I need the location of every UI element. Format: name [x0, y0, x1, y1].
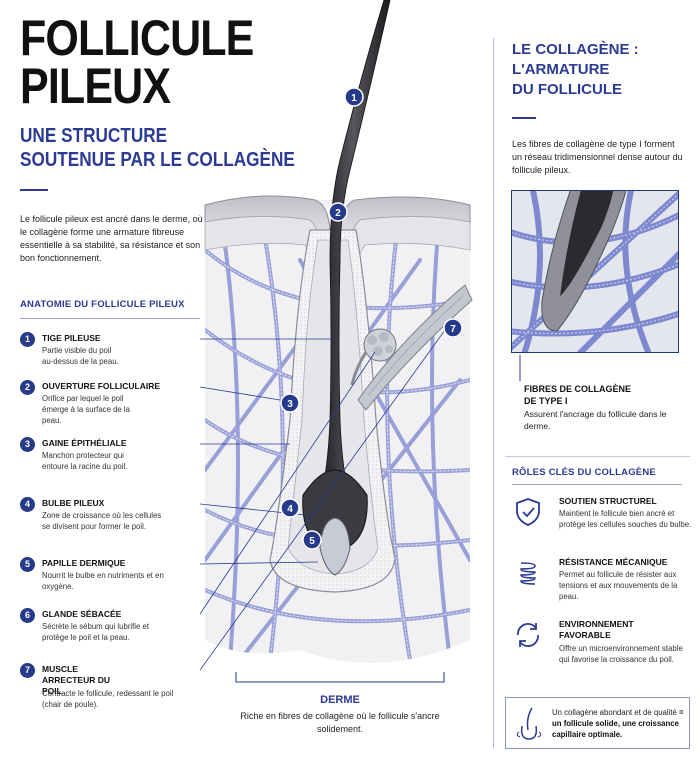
- shield-check-icon: [516, 498, 540, 526]
- collagen-closeup-image: [511, 190, 679, 353]
- derme-desc: Riche en fibres de collagène où le folli…: [240, 711, 440, 734]
- number-badge: 6: [20, 608, 35, 623]
- role-desc: Offre un microenvironnement stable qui f…: [559, 644, 683, 664]
- anatomy-item-name: OUVERTURE FOLLICULAIRE: [42, 381, 161, 391]
- svg-text:2: 2: [335, 208, 341, 219]
- conclusion-callout: Un collagène abondant et de qualité = un…: [505, 697, 690, 749]
- anatomy-item-desc: Sécrète le sébum qui lubrifie et protège…: [42, 622, 150, 642]
- page-subtitle: UNE STRUCTURE SOUTENUE PAR LE COLLAGÈNE: [20, 124, 340, 172]
- svg-text:4: 4: [287, 504, 293, 515]
- callout-text: Un collagène abondant et de qualité = un…: [552, 707, 688, 740]
- svg-text:1: 1: [351, 93, 357, 104]
- arrector-muscle: [357, 284, 473, 411]
- fibres-title-line-2: DE TYPE I: [524, 396, 568, 406]
- sebaceous-gland: [350, 328, 397, 386]
- anatomy-divider: [20, 318, 200, 319]
- svg-text:3: 3: [287, 399, 293, 410]
- callout-part-3: une croissance capillaire optimale.: [552, 719, 679, 739]
- spring-icon: [520, 562, 536, 585]
- fibres-desc: Assurent l'ancrage du follicule dans le …: [524, 409, 667, 431]
- sidebar-intro: Les fibres de collagène de type I formen…: [512, 139, 683, 175]
- svg-text:5: 5: [309, 536, 315, 547]
- sidebar-title: LE COLLAGÈNE : L'ARMATURE DU FOLLICULE: [512, 40, 639, 100]
- roles-top-divider: [505, 456, 690, 457]
- anatomy-item-name: TIGE PILEUSE: [42, 333, 101, 343]
- role-desc: Maintient le follicule bien ancré et pro…: [559, 509, 692, 529]
- derme-title: DERME: [320, 694, 360, 706]
- number-badge: 4: [20, 497, 35, 512]
- anatomy-item-desc: Zone de croissance où les cellules se di…: [42, 511, 162, 531]
- sidebar-title-line-2: L'ARMATURE: [512, 61, 610, 78]
- subtitle-line-1: UNE STRUCTURE: [20, 125, 168, 147]
- fibres-title: FIBRES DE COLLAGÈNE DE TYPE I: [524, 383, 631, 407]
- follicle-diagram: 1 2 3 4 5 7: [200, 0, 473, 683]
- diagram-marker-4: 4: [280, 498, 300, 518]
- diagram-marker-7: 7: [443, 318, 463, 338]
- number-badge: 1: [20, 332, 35, 347]
- anatomy-item-name: MUSCLE ARRECTEUR DU POIL: [42, 664, 110, 696]
- roles-title: RÔLES CLÉS DU COLLAGÈNE: [512, 467, 656, 478]
- roles-divider: [512, 484, 682, 485]
- anatomy-item-name: PAPILLE DERMIQUE: [42, 558, 126, 568]
- role-desc: Permet au follicule de résister aux tens…: [559, 570, 678, 601]
- role-name: SOUTIEN STRUCTUREL: [559, 496, 657, 506]
- number-badge: 5: [20, 557, 35, 572]
- title-line-1: FOLLICULE: [20, 10, 254, 66]
- role-name: RÉSISTANCE MÉCANIQUE: [559, 557, 668, 567]
- anatomy-item-name: BULBE PILEUX: [42, 498, 105, 508]
- anatomy-item-desc: Contracte le follicule, redessant le poi…: [42, 689, 174, 709]
- callout-pointer: [519, 355, 521, 381]
- sidebar-title-line-1: LE COLLAGÈNE :: [512, 41, 639, 58]
- role-name: ENVIRONNEMENT FAVORABLE: [559, 619, 634, 640]
- hair-follicle-icon: [516, 707, 542, 740]
- subtitle-line-2: SOUTENUE PAR LE COLLAGÈNE: [20, 149, 295, 171]
- fibres-title-line-1: FIBRES DE COLLAGÈNE: [524, 384, 632, 394]
- number-badge: 2: [20, 380, 35, 395]
- intro-text: Le follicule pileux est ancré dans le de…: [20, 214, 203, 263]
- diagram-marker-5: 5: [302, 530, 322, 550]
- anatomy-item-name: GLANDE SÉBACÉE: [42, 609, 122, 619]
- anatomy-item-name: GAINE ÉPITHÉLIALE: [42, 438, 127, 448]
- anatomy-item-desc: Manchon protecteur qui entoure la racine…: [42, 451, 128, 471]
- anatomy-title: ANATOMIE DU FOLLICULE PILEUX: [20, 299, 185, 310]
- diagram-marker-3: 3: [280, 393, 300, 413]
- number-badge: 3: [20, 437, 35, 452]
- page-title: FOLLICULE PILEUX: [20, 10, 292, 114]
- sidebar-title-line-3: DU FOLLICULE: [512, 81, 622, 98]
- sidebar-divider: [493, 38, 494, 748]
- anatomy-item-desc: Partie visible du poil au-dessus de la p…: [42, 346, 119, 366]
- callout-part-2: = un follicule solide,: [552, 708, 684, 728]
- callout-part-1: Un collagène abondant et de qualité: [552, 708, 677, 717]
- diagram-marker-1: 1: [344, 87, 364, 107]
- svg-text:7: 7: [450, 324, 456, 335]
- diagram-marker-2: 2: [328, 202, 348, 222]
- cycle-arrows-icon: [517, 623, 539, 647]
- title-line-2: PILEUX: [20, 58, 171, 114]
- sidebar-title-divider: [512, 117, 536, 119]
- number-badge: 7: [20, 663, 35, 678]
- title-divider: [20, 189, 48, 191]
- anatomy-item-desc: Orifice par lequel le poil émerge à la s…: [42, 394, 130, 425]
- anatomy-item-desc: Nourrit le bulbe en nutriments et en oxy…: [42, 571, 164, 591]
